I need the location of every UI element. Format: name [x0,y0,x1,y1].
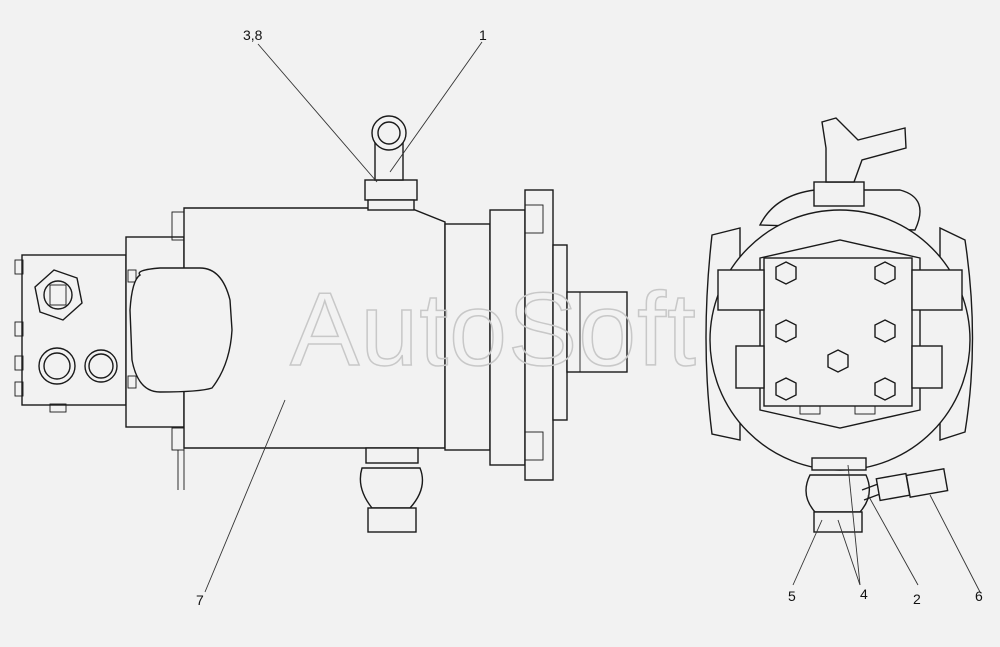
callout-4: 4 [860,586,868,602]
motor-cover [129,267,233,393]
callout-5: 5 [788,588,796,604]
quick-coupling [861,468,949,502]
plug-right [84,349,118,383]
output-shaft [566,291,628,373]
hex-nut [34,269,83,321]
front-view [705,117,974,533]
callout-1: 1 [479,27,487,43]
callout-7: 7 [196,592,204,608]
callouts: 3,8 1 7 5 4 2 6 [196,27,983,608]
callout-6: 6 [975,588,983,604]
plug-left [38,347,76,385]
top-fitting [364,179,418,201]
valve-face [763,257,913,407]
top-pipe [371,115,407,151]
callout-3-8: 3,8 [243,27,263,43]
callout-2: 2 [913,591,921,607]
hex-bolts [775,261,896,401]
elbow-pipe [821,117,907,183]
leader-lines [204,41,981,593]
side-view [14,115,628,533]
bottom-fitting [359,467,424,509]
pipe-fitting [813,181,865,207]
drain-fitting [805,474,871,513]
watermark-text: AutoSoft [290,272,697,388]
